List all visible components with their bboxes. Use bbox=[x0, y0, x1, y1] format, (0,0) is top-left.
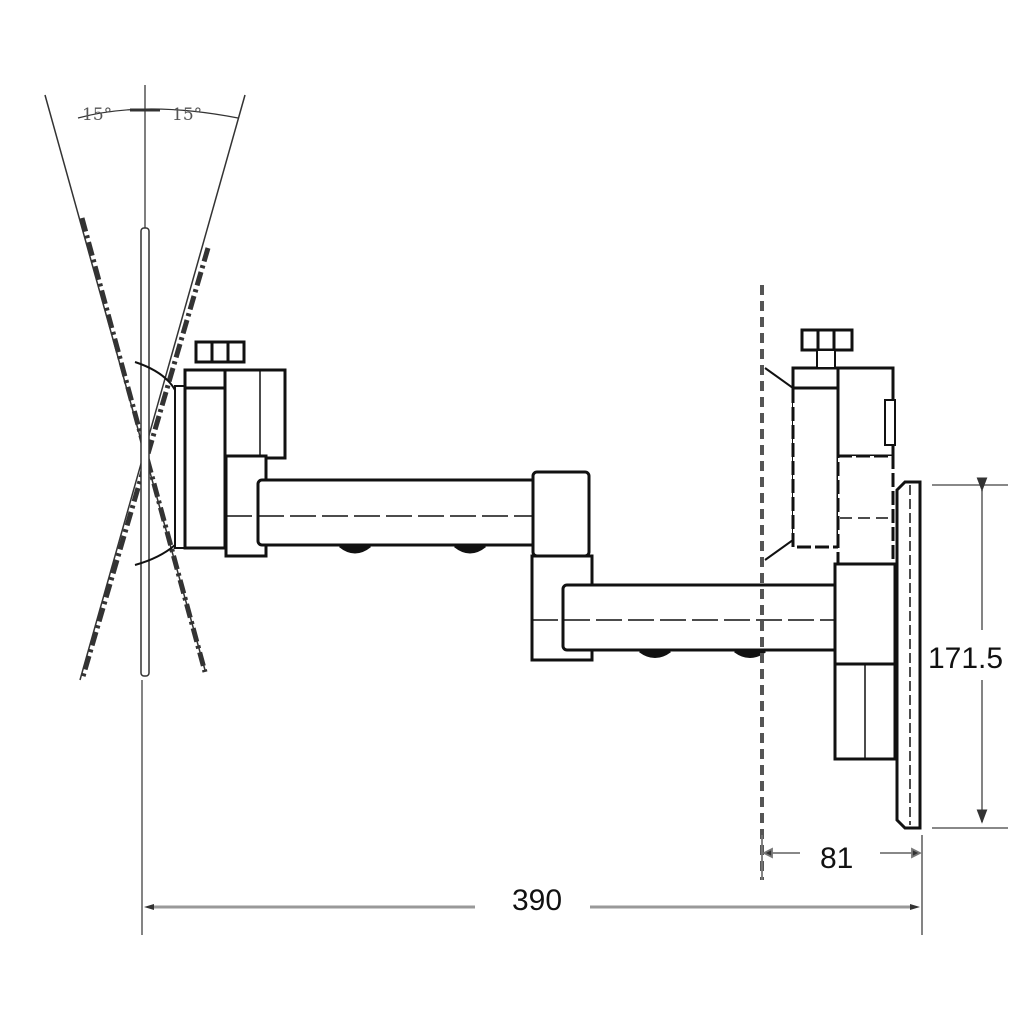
extension-dimension bbox=[141, 680, 920, 935]
upper-arm bbox=[226, 470, 591, 558]
plate-height-label: 171.5 bbox=[928, 642, 1003, 675]
depth-dimension bbox=[761, 835, 923, 935]
extension-label: 390 bbox=[512, 884, 562, 917]
lower-arm bbox=[530, 554, 890, 662]
left-screen-plate bbox=[140, 227, 150, 677]
left-tilt-angle: 15° bbox=[82, 105, 112, 125]
height-dimension bbox=[932, 477, 1008, 829]
wall-plate-assembly bbox=[764, 328, 922, 830]
right-tilt-angle: 15° bbox=[172, 105, 202, 125]
depth-label: 81 bbox=[820, 842, 853, 875]
